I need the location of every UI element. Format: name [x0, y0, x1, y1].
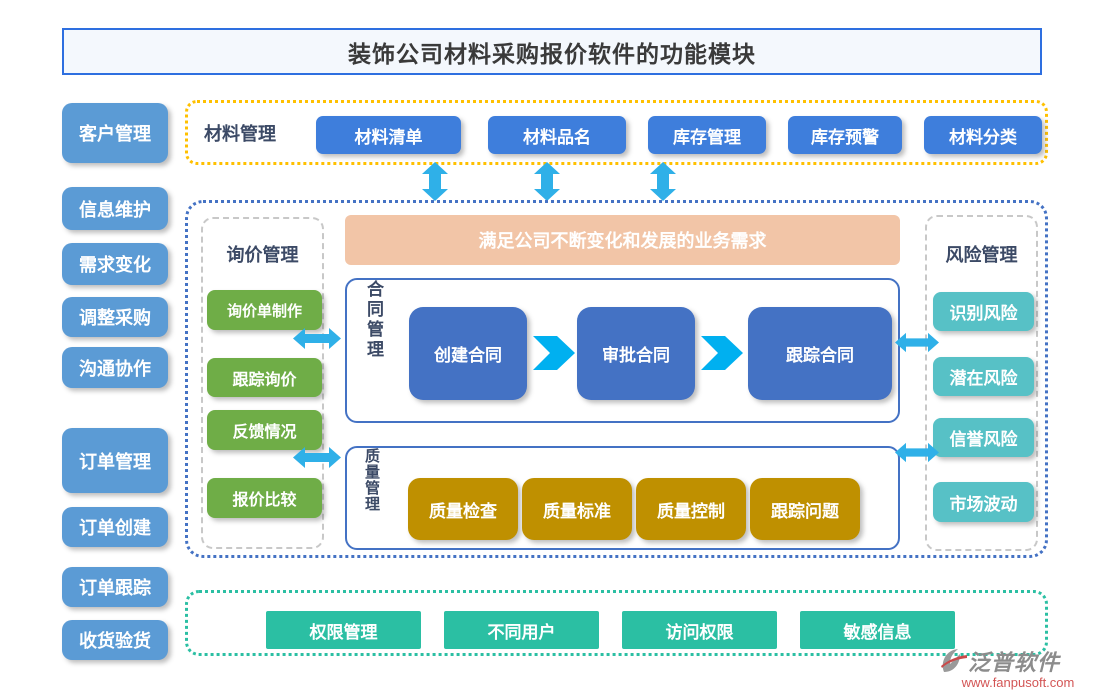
material-category-button[interactable]: 材料分类	[924, 116, 1042, 154]
fanpu-logo-icon	[941, 649, 967, 672]
inventory-alert-button[interactable]: 库存预警	[788, 116, 902, 154]
potential-risk-button[interactable]: 潜在风险	[933, 357, 1034, 396]
approve-contract-button[interactable]: 审批合同	[577, 307, 695, 400]
sidebar-item-demand-change[interactable]: 需求变化	[62, 243, 168, 285]
reputation-risk-button[interactable]: 信誉风险	[933, 418, 1034, 457]
quote-compare-button[interactable]: 报价比较	[207, 478, 322, 518]
logo-text: 泛普软件	[968, 650, 1061, 675]
risk-column-label: 风险管理	[945, 245, 1018, 265]
horizontal-double-arrow-icon	[895, 442, 939, 463]
different-users-button[interactable]: 不同用户	[444, 611, 599, 649]
quality-box-label: 质量管理	[363, 448, 379, 512]
quality-check-button[interactable]: 质量检查	[408, 478, 518, 540]
material-name-button[interactable]: 材料品名	[488, 116, 626, 154]
create-contract-button[interactable]: 创建合同	[409, 307, 527, 400]
sidebar-item-order-track[interactable]: 订单跟踪	[62, 567, 168, 607]
quality-standard-button[interactable]: 质量标准	[522, 478, 632, 540]
sidebar-item-order-create[interactable]: 订单创建	[62, 507, 168, 547]
material-list-button[interactable]: 材料清单	[316, 116, 461, 154]
sidebar-item-customer-mgmt[interactable]: 客户管理	[62, 103, 168, 163]
page-title: 装饰公司材料采购报价软件的功能模块	[62, 28, 1042, 75]
market-fluctuation-button[interactable]: 市场波动	[933, 482, 1034, 522]
main-section: 询价管理 询价单制作 跟踪询价 反馈情况 报价比较 满足公司不断变化和发展的业务…	[185, 200, 1048, 558]
inventory-mgmt-button[interactable]: 库存管理	[648, 116, 766, 154]
sidebar-item-communication[interactable]: 沟通协作	[62, 347, 168, 388]
vertical-double-arrow-icon	[422, 162, 448, 201]
fanpu-logo: 泛普软件 www.fanpusoft.com	[938, 645, 1098, 695]
permissions-section: 权限管理 不同用户 访问权限 敏感信息	[185, 590, 1048, 656]
sensitive-info-button[interactable]: 敏感信息	[800, 611, 955, 649]
business-needs-banner: 满足公司不断变化和发展的业务需求	[345, 215, 900, 265]
horizontal-double-arrow-icon	[293, 447, 341, 468]
access-rights-button[interactable]: 访问权限	[622, 611, 777, 649]
materials-section: 材料管理 材料清单 材料品名 库存管理 库存预警 材料分类	[185, 100, 1048, 165]
contract-box-label: 合同管理	[364, 280, 383, 360]
vertical-double-arrow-icon	[534, 162, 560, 201]
track-inquiry-button[interactable]: 跟踪询价	[207, 358, 322, 397]
inquiry-column: 询价管理 询价单制作 跟踪询价 反馈情况 报价比较	[201, 217, 324, 549]
sidebar-item-receiving-inspection[interactable]: 收货验货	[62, 620, 168, 660]
track-issues-button[interactable]: 跟踪问题	[750, 478, 860, 540]
feedback-status-button[interactable]: 反馈情况	[207, 410, 322, 450]
identify-risk-button[interactable]: 识别风险	[933, 292, 1034, 331]
quality-box: 质量管理 质量检查 质量标准 质量控制 跟踪问题	[345, 446, 900, 550]
contract-box: 合同管理 创建合同 审批合同 跟踪合同	[345, 278, 900, 423]
materials-section-label: 材料管理	[204, 124, 276, 144]
permission-mgmt-button[interactable]: 权限管理	[266, 611, 421, 649]
vertical-double-arrow-icon	[650, 162, 676, 201]
sidebar-item-adjust-purchase[interactable]: 调整采购	[62, 297, 168, 337]
logo-url: www.fanpusoft.com	[961, 675, 1075, 690]
risk-column: 风险管理 识别风险 潜在风险 信誉风险 市场波动	[925, 215, 1038, 551]
sidebar-item-info-maintenance[interactable]: 信息维护	[62, 187, 168, 230]
inquiry-sheet-button[interactable]: 询价单制作	[207, 290, 322, 330]
inquiry-column-label: 询价管理	[226, 245, 299, 265]
horizontal-double-arrow-icon	[293, 328, 341, 349]
track-contract-button[interactable]: 跟踪合同	[748, 307, 892, 400]
chevron-right-icon	[701, 336, 743, 370]
quality-control-button[interactable]: 质量控制	[636, 478, 746, 540]
chevron-right-icon	[533, 336, 575, 370]
sidebar-item-order-mgmt[interactable]: 订单管理	[62, 428, 168, 493]
horizontal-double-arrow-icon	[895, 332, 939, 353]
